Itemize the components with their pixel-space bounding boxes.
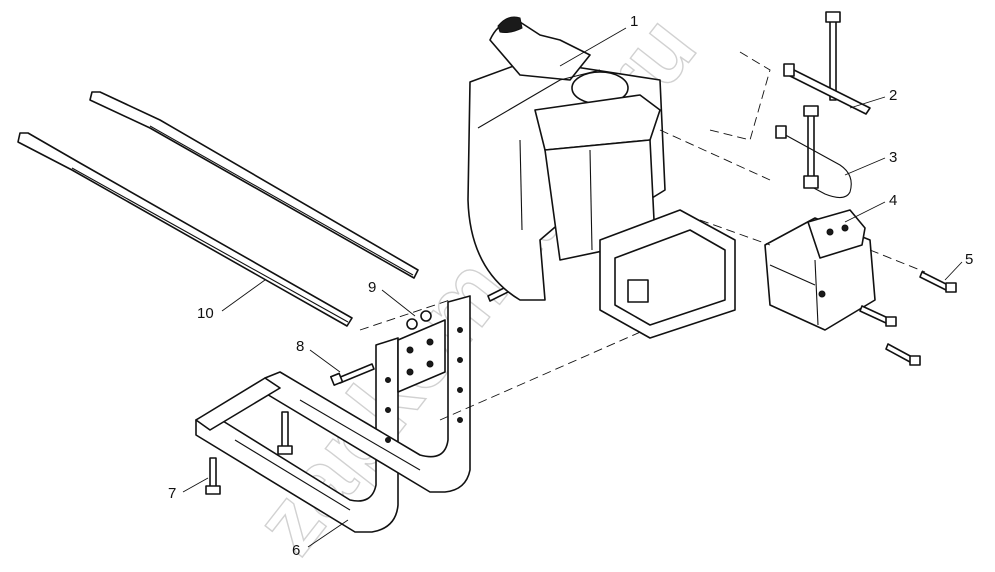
callout-9: 9 xyxy=(368,279,376,296)
callout-3: 3 xyxy=(889,149,897,166)
plate-holes xyxy=(385,327,463,443)
leader-lines xyxy=(182,27,963,548)
callout-10: 10 xyxy=(197,305,214,322)
part-5-bolts xyxy=(859,271,957,366)
part-10-straps xyxy=(17,91,419,327)
part-3-pipe xyxy=(775,105,852,199)
callout-5: 5 xyxy=(965,251,973,268)
callout-6: 6 xyxy=(292,542,300,559)
callout-4: 4 xyxy=(889,192,897,209)
part-6-bracket xyxy=(195,295,471,533)
callout-2: 2 xyxy=(889,87,897,104)
callouts: 1 2 3 4 5 6 7 8 9 10 xyxy=(168,13,973,559)
part-4-valve xyxy=(764,209,876,331)
part-2-pipe xyxy=(783,11,871,115)
callout-7: 7 xyxy=(168,485,176,502)
callout-8: 8 xyxy=(296,338,304,355)
part-7-bolts xyxy=(205,411,293,495)
assembly-lines xyxy=(359,51,926,421)
callout-1: 1 xyxy=(630,13,638,30)
part-8-bolt xyxy=(329,363,375,386)
part-1-tank xyxy=(467,16,736,339)
